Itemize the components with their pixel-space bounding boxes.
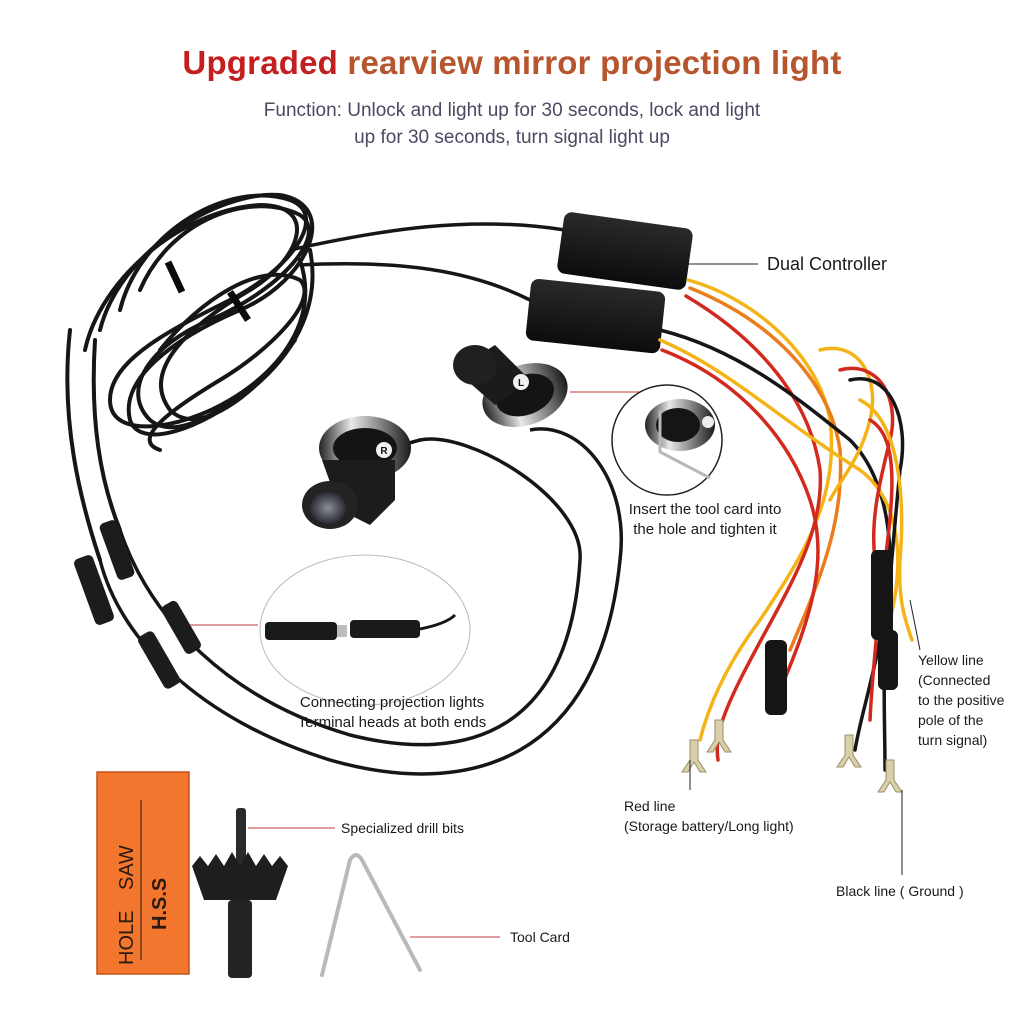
label-red-line-1: Red line — [624, 798, 676, 814]
label-yellow-line-1: Yellow line — [918, 652, 984, 668]
label-connecting-line-1: Connecting projection lights — [299, 694, 485, 711]
box-text-saw: SAW — [116, 845, 138, 890]
light-r-mark: R — [380, 446, 388, 457]
label-drill-bits: Specialized drill bits — [341, 820, 464, 836]
cable-ties — [164, 260, 251, 322]
label-tool-card: Tool Card — [510, 929, 570, 945]
box-text-hss: H.S.S — [149, 878, 171, 930]
light-l-mark: L — [518, 378, 524, 389]
tool-insert-callout — [570, 384, 723, 496]
label-insert-line-1: Insert the tool card into — [628, 501, 782, 518]
label-yellow-line-5: turn signal) — [918, 732, 988, 748]
fork-terminals — [681, 719, 903, 793]
label-yellow-line-3: to the positive — [918, 692, 1005, 708]
page-title: Upgraded rearview mirror projection ligh… — [0, 44, 1024, 82]
controller-cables — [289, 222, 566, 302]
tool-card — [320, 853, 500, 977]
projection-light-l — [453, 345, 568, 427]
function-description: Function: Unlock and light up for 30 sec… — [212, 97, 812, 151]
label-red-line-2: (Storage battery/Long light) — [624, 818, 794, 834]
dual-controller — [525, 212, 693, 354]
function-line-1: Function: Unlock and light up for 30 sec… — [263, 100, 761, 121]
label-yellow-line-2: (Connected — [918, 672, 991, 688]
fuse-holders — [765, 550, 898, 715]
label-connecting: Connecting projection lights Terminal he… — [284, 693, 500, 733]
label-red-line: Red line (Storage battery/Long light) — [624, 796, 834, 836]
connector-callout — [190, 554, 471, 706]
label-black-line: Black line ( Ground ) — [836, 883, 964, 899]
function-line-2: up for 30 seconds, turn signal light up — [354, 127, 670, 148]
inline-connectors — [74, 520, 201, 689]
label-yellow-line-4: pole of the — [918, 712, 984, 728]
wire-harness — [658, 278, 914, 772]
label-dual-controller: Dual Controller — [767, 254, 888, 274]
title-upgraded: Upgraded — [182, 44, 339, 81]
title-product: rearview mirror projection light — [347, 44, 842, 81]
leader-lines — [688, 263, 921, 875]
box-text-hole: HOLE — [116, 911, 138, 965]
coiled-cable — [65, 192, 315, 562]
label-insert-line-2: the hole and tighten it — [633, 521, 777, 538]
projection-light-r — [302, 416, 411, 529]
label-insert-tool-card: Insert the tool card into the hole and t… — [616, 500, 794, 540]
drill-bit — [192, 808, 335, 978]
hole-saw-box — [96, 771, 190, 975]
label-connecting-line-2: Terminal heads at both ends — [297, 714, 487, 731]
label-yellow-line: Yellow line (Connected to the positive p… — [918, 650, 1022, 750]
